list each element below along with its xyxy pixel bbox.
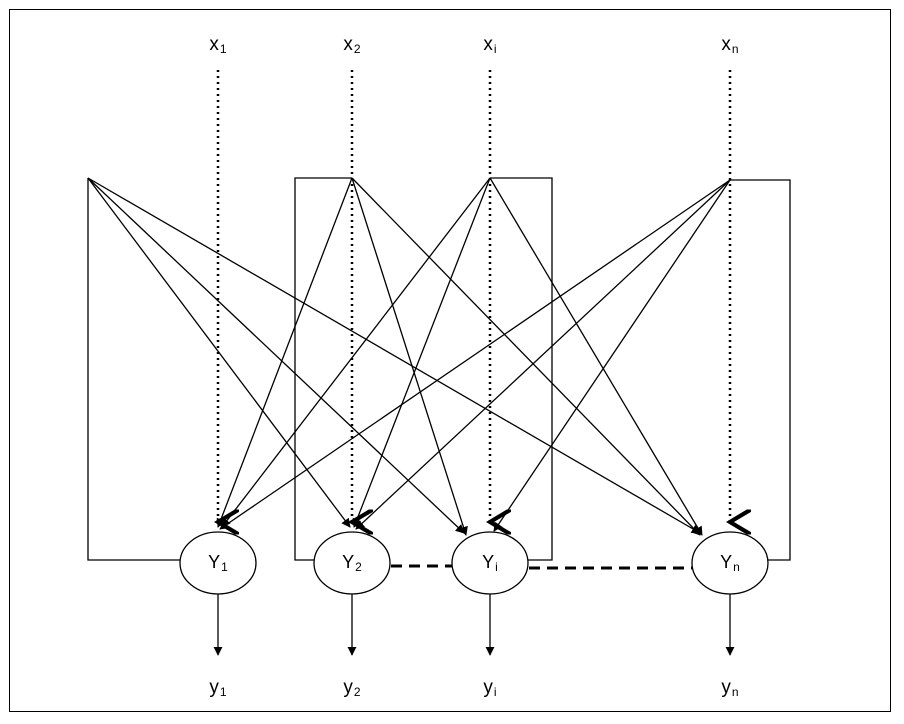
output-label-1: y1: [209, 677, 227, 699]
feedback-path-n: [730, 179, 791, 561]
node-label-1: Y1: [208, 552, 228, 574]
node-label-n: Yn: [720, 552, 740, 574]
input-label-1: x1: [209, 34, 227, 56]
output-label-n: yn: [721, 677, 739, 699]
feedback-path-1: [87, 178, 180, 561]
diagram-frame: [9, 9, 891, 712]
node-label-2: Y2: [342, 552, 362, 574]
feedback-connections: [87, 177, 731, 536]
feedback-path-i: [490, 177, 553, 561]
input-label-i: xi: [483, 34, 497, 56]
input-label-2: x2: [343, 34, 361, 56]
output-label-2: y2: [343, 677, 361, 699]
output-label-i: yi: [483, 677, 497, 699]
input-label-n: xn: [721, 34, 739, 56]
node-label-i: Yi: [482, 552, 498, 574]
feedback-path-2: [294, 177, 352, 561]
